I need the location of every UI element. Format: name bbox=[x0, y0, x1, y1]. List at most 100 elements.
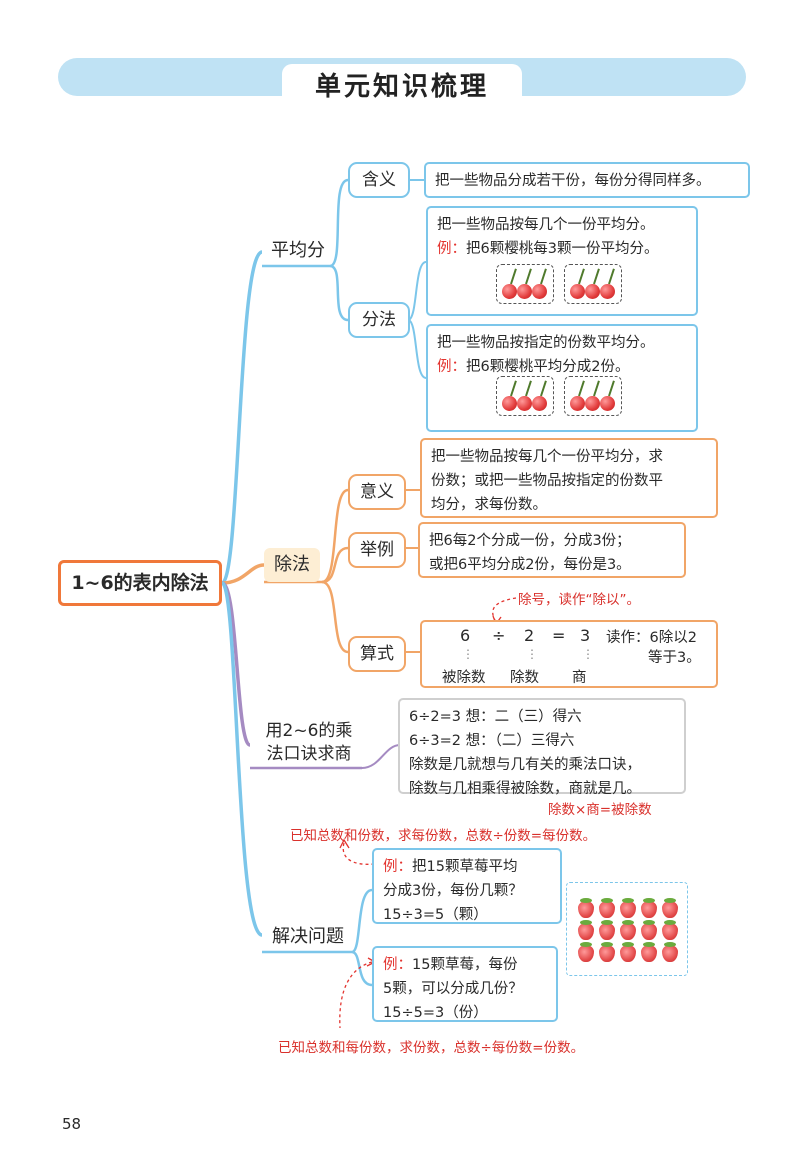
strawberry-leaf bbox=[643, 942, 655, 947]
example-tag: 例： bbox=[437, 359, 466, 375]
strawberry-icon bbox=[599, 945, 615, 962]
strawberry-icon bbox=[578, 901, 594, 918]
yiyi-line1: 把一些物品按每几个一份平均分，求 bbox=[431, 449, 663, 465]
strawberry-leaf bbox=[622, 942, 634, 947]
division-sign-note: 除号，读作“除以”。 bbox=[518, 592, 640, 608]
eq-sign: = bbox=[552, 626, 566, 645]
fenfa-box-1-example: 例：把6颗樱桃每3颗一份平均分。 bbox=[437, 237, 687, 261]
ex2-line3: 15÷5=3（份） bbox=[383, 1005, 488, 1021]
cherry-icon bbox=[570, 284, 585, 299]
cherry-icon bbox=[532, 284, 547, 299]
strawberry-leaf bbox=[664, 920, 676, 925]
koujue-line1: 6÷2=3 想：二（三）得六 bbox=[409, 709, 582, 725]
strawberry-icon bbox=[620, 901, 636, 918]
header-tab bbox=[282, 64, 522, 104]
example-tag: 例： bbox=[383, 859, 412, 875]
cherry-group bbox=[564, 376, 622, 416]
branch-koujue: 用2~6的乘 法口诀求商 bbox=[254, 720, 364, 766]
koujue-line4: 除数与几相乘得被除数，商就是几。 bbox=[409, 781, 641, 797]
juli-line2: 或把6平均分成2份，每份是3。 bbox=[429, 557, 631, 573]
strawberry-icon bbox=[620, 945, 636, 962]
strawberry-icon bbox=[641, 945, 657, 962]
strawberry-icon bbox=[578, 923, 594, 940]
strawberry-leaf bbox=[580, 898, 592, 903]
num-quotient: 3 bbox=[580, 626, 591, 645]
cherry-icon bbox=[502, 396, 517, 411]
example-text: 把6颗樱桃每3颗一份平均分。 bbox=[466, 241, 659, 257]
strawberry-leaf bbox=[643, 898, 655, 903]
page-title: 单元知识梳理 bbox=[314, 72, 489, 102]
branch-wenti: 解决问题 bbox=[272, 926, 344, 947]
reading-line2: 等于3。 bbox=[648, 650, 701, 666]
fenfa-box-2-example: 例：把6颗樱桃平均分成2份。 bbox=[437, 355, 687, 379]
node-hanyi: 含义 bbox=[348, 162, 410, 198]
cherry-icon bbox=[585, 284, 600, 299]
hanyi-box: 把一些物品分成若干份，每份分得同样多。 bbox=[424, 162, 750, 198]
ex1-line1: 例：把15颗草莓平均 bbox=[383, 855, 551, 879]
cherry-group bbox=[496, 376, 554, 416]
strawberry-leaf bbox=[664, 898, 676, 903]
strawberry-leaf bbox=[643, 920, 655, 925]
koujue-line2: 6÷3=2 想：（二）三得六 bbox=[409, 733, 575, 749]
branch-pingjunfen: 平均分 bbox=[271, 240, 325, 261]
root-node: 1~6的表内除法 bbox=[58, 560, 222, 606]
wenti-note-bottom: 已知总数和每份数，求份数，总数÷每份数=份数。 bbox=[278, 1040, 585, 1056]
strawberry-icon bbox=[578, 945, 594, 962]
koujue-note: 除数×商=被除数 bbox=[548, 802, 652, 818]
dots-dividend: ⋮ bbox=[462, 647, 474, 661]
juli-box: 把6每2个分成一份，分成3份； 或把6平均分成2份，每份是3。 bbox=[418, 522, 686, 578]
fenfa-box-2: 把一些物品按指定的份数平均分。 例：把6颗樱桃平均分成2份。 bbox=[426, 324, 698, 432]
reading-line1: 读作：6除以2 bbox=[606, 630, 697, 646]
node-suanshi: 算式 bbox=[348, 636, 406, 672]
cherry-group bbox=[564, 264, 622, 304]
example-tag: 例： bbox=[383, 957, 412, 973]
strawberry-icon bbox=[662, 923, 678, 940]
strawberry-icon bbox=[599, 923, 615, 940]
strawberry-leaf bbox=[601, 942, 613, 947]
strawberry-icon bbox=[641, 901, 657, 918]
strawberry-leaf bbox=[580, 942, 592, 947]
cherry-icon bbox=[532, 396, 547, 411]
juli-line1: 把6每2个分成一份，分成3份； bbox=[429, 533, 631, 549]
node-yiyi: 意义 bbox=[348, 474, 406, 510]
strawberry-leaf bbox=[580, 920, 592, 925]
wenti-example-2: 例：15颗草莓，每份 5颗，可以分成几份？ 15÷5=3（份） bbox=[372, 946, 558, 1022]
yiyi-box: 把一些物品按每几个一份平均分，求 份数；或把一些物品按指定的份数平 均分，求每份… bbox=[420, 438, 718, 518]
fenfa-box-2-line1: 把一些物品按指定的份数平均分。 bbox=[437, 335, 655, 351]
node-fenfa: 分法 bbox=[348, 302, 410, 338]
cherry-icon bbox=[570, 396, 585, 411]
label-divisor: 除数 bbox=[510, 670, 539, 686]
div-sign: ÷ bbox=[492, 626, 506, 645]
label-dividend: 被除数 bbox=[442, 670, 486, 686]
cherry-group bbox=[496, 264, 554, 304]
cherry-icon bbox=[600, 284, 615, 299]
strawberry-leaf bbox=[622, 920, 634, 925]
ex2-line1: 例：15颗草莓，每份 bbox=[383, 953, 547, 977]
strawberry-leaf bbox=[601, 898, 613, 903]
ex2-text1: 15颗草莓，每份 bbox=[412, 957, 518, 973]
branch-chufa: 除法 bbox=[264, 548, 320, 582]
ex2-line2: 5颗，可以分成几份？ bbox=[383, 981, 523, 997]
koujue-box: 6÷2=3 想：二（三）得六 6÷3=2 想：（二）三得六 除数是几就想与几有关… bbox=[398, 698, 686, 797]
example-text: 把6颗樱桃平均分成2份。 bbox=[466, 359, 630, 375]
node-juli: 举例 bbox=[348, 532, 406, 568]
cherry-icon bbox=[517, 284, 532, 299]
suanshi-box: 6 ÷ 2 = 3 ⋮ ⋮ ⋮ 读作：6除以2 等于3。 被除数 除数 商 bbox=[420, 620, 718, 688]
fenfa-box-1-line1: 把一些物品按每几个一份平均分。 bbox=[437, 217, 655, 233]
strawberry-frame bbox=[566, 882, 688, 976]
ex1-line3: 15÷3=5（颗） bbox=[383, 907, 488, 923]
page-number: 58 bbox=[62, 1115, 82, 1133]
cherry-icon bbox=[600, 396, 615, 411]
ex1-line2: 分成3份，每份几颗？ bbox=[383, 883, 523, 899]
cherry-icon bbox=[502, 284, 517, 299]
num-divisor: 2 bbox=[524, 626, 535, 645]
dots-divisor: ⋮ bbox=[526, 647, 538, 661]
strawberry-leaf bbox=[601, 920, 613, 925]
strawberry-icon bbox=[599, 901, 615, 918]
fenfa-box-1: 把一些物品按每几个一份平均分。 例：把6颗樱桃每3颗一份平均分。 bbox=[426, 206, 698, 316]
koujue-line3: 除数是几就想与几有关的乘法口诀， bbox=[409, 757, 641, 773]
yiyi-line3: 均分，求每份数。 bbox=[431, 497, 547, 513]
label-quotient: 商 bbox=[572, 670, 587, 686]
wenti-note-top: 已知总数和份数，求每份数，总数÷份数=每份数。 bbox=[290, 828, 597, 844]
